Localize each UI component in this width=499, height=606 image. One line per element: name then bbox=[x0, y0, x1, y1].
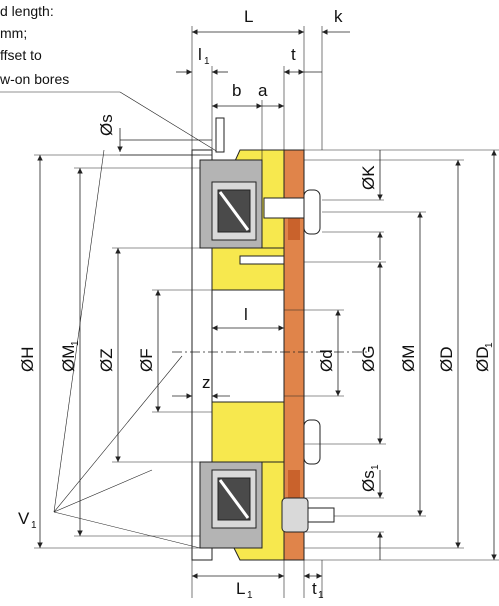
label-d: Ød bbox=[317, 349, 336, 372]
label-s: Øs bbox=[97, 114, 116, 136]
note-text: d length: mm; ffset to w-on bores bbox=[0, 3, 69, 87]
lower-yellow-band bbox=[211, 401, 285, 463]
orange-plate bbox=[283, 149, 305, 561]
svg-text:mm;: mm; bbox=[0, 25, 27, 41]
svg-text:1: 1 bbox=[247, 590, 253, 601]
dimension-lines bbox=[34, 26, 499, 598]
upper-yellow-band bbox=[211, 247, 285, 291]
label-a: a bbox=[258, 81, 268, 100]
label-l1: l bbox=[198, 45, 202, 64]
svg-text:1: 1 bbox=[370, 464, 381, 470]
svg-text:ØD: ØD bbox=[473, 347, 492, 373]
label-l1-sub: 1 bbox=[204, 56, 210, 67]
hub-bore bbox=[211, 289, 285, 403]
label-Z: ØZ bbox=[97, 348, 116, 372]
svg-text:V: V bbox=[18, 509, 30, 528]
svg-text:L: L bbox=[236, 579, 245, 598]
note-leader bbox=[119, 91, 219, 153]
label-t1: t 1 bbox=[312, 579, 324, 601]
dimension-labels: L k l 1 t b a Øs ØK ØH ØM 1 ØZ ØF l Ød Ø… bbox=[18, 7, 495, 601]
svg-text:ffset to: ffset to bbox=[0, 47, 42, 63]
svg-text:1: 1 bbox=[70, 340, 81, 346]
label-t: t bbox=[291, 45, 296, 64]
clutch-section bbox=[191, 117, 335, 561]
label-L1: L 1 bbox=[236, 579, 253, 601]
svg-text:w-on bores: w-on bores bbox=[0, 71, 69, 87]
svg-text:1: 1 bbox=[318, 590, 324, 601]
label-F: ØF bbox=[137, 348, 156, 372]
label-D1: ØD 1 bbox=[473, 342, 495, 372]
label-l: l bbox=[244, 305, 248, 324]
label-k: k bbox=[334, 7, 343, 26]
svg-text:1: 1 bbox=[31, 520, 37, 531]
pin-top bbox=[215, 117, 225, 153]
label-L: L bbox=[244, 7, 253, 26]
pin-upper bbox=[239, 255, 285, 265]
label-K: ØK bbox=[359, 165, 378, 190]
label-M: ØM bbox=[399, 345, 418, 372]
label-s1: Øs 1 bbox=[359, 464, 381, 492]
svg-text:d length:: d length: bbox=[0, 3, 54, 19]
label-D: ØD bbox=[437, 347, 456, 373]
upper-screw-head bbox=[303, 189, 321, 235]
label-H: ØH bbox=[18, 347, 37, 373]
label-b: b bbox=[232, 81, 241, 100]
svg-text:t: t bbox=[312, 579, 317, 598]
label-V1: V 1 bbox=[18, 509, 37, 531]
lower-screw-head bbox=[303, 419, 321, 465]
svg-text:ØM: ØM bbox=[59, 345, 78, 372]
label-z: z bbox=[202, 373, 211, 392]
bottom-bolt-head bbox=[281, 497, 309, 533]
bottom-bolt-shaft bbox=[307, 507, 335, 523]
svg-text:Øs: Øs bbox=[359, 470, 378, 492]
upper-screw-shaft bbox=[263, 197, 305, 219]
svg-text:1: 1 bbox=[484, 342, 495, 348]
label-G: ØG bbox=[359, 346, 378, 372]
label-M1: ØM 1 bbox=[59, 340, 81, 372]
